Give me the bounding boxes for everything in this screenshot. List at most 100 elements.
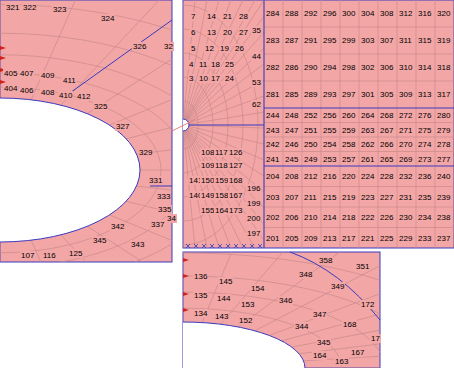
element-number: 28	[238, 12, 249, 21]
mesh-line	[183, 125, 264, 208]
element-number: 313	[417, 90, 432, 99]
element-number: 261	[360, 155, 375, 164]
element-number: 212	[303, 172, 318, 181]
mesh-line	[31, 240, 93, 262]
mesh-line	[126, 76, 172, 138]
element-number: 347	[312, 310, 327, 319]
element-number: 243	[265, 126, 280, 135]
element-number: 217	[341, 234, 356, 243]
element-number: 326	[132, 42, 147, 51]
block-boundary	[60, 20, 172, 100]
support-mark	[218, 244, 222, 248]
load-arrows	[0, 46, 189, 312]
element-number: 408	[40, 88, 55, 97]
element-number: 345	[316, 338, 331, 347]
element-number: 324	[100, 14, 115, 23]
element-number: 3	[188, 74, 194, 83]
element-number: 257	[341, 155, 356, 164]
element-number: 239	[436, 193, 451, 202]
element-number: 301	[360, 90, 375, 99]
element-number: 152	[238, 316, 253, 325]
element-number: 311	[398, 36, 413, 45]
mesh-line	[264, 151, 454, 152]
element-number: 406	[19, 86, 34, 95]
element-number: 342	[110, 222, 125, 231]
element-number: 231	[398, 193, 413, 202]
block-boundary	[264, 166, 454, 167]
element-number: 293	[322, 90, 337, 99]
element-number: 294	[322, 63, 337, 72]
block-boundary	[264, 108, 454, 109]
element-number: 297	[341, 90, 356, 99]
element-number: 319	[436, 36, 451, 45]
element-number: 270	[398, 140, 413, 149]
element-number: 262	[360, 140, 375, 149]
element-number: 144	[216, 294, 231, 303]
element-number: 244	[265, 111, 280, 120]
element-number: 25	[224, 60, 235, 69]
element-number: 304	[360, 9, 375, 18]
element-number: 230	[398, 213, 413, 222]
mesh-line	[183, 125, 264, 240]
element-number: 265	[379, 155, 394, 164]
element-number: 256	[322, 111, 337, 120]
element-number: 337	[150, 220, 165, 229]
element-number: 200	[246, 214, 261, 223]
element-number: 233	[417, 234, 432, 243]
element-number: 272	[398, 111, 413, 120]
element-number: 279	[436, 126, 451, 135]
element-number: 275	[417, 126, 432, 135]
element-number: 248	[284, 111, 299, 120]
mesh-line	[0, 242, 1, 262]
element-number: 172	[360, 300, 375, 309]
mesh-line	[183, 125, 243, 248]
block-boundary	[290, 252, 380, 320]
element-number: 203	[265, 193, 280, 202]
element-number: 53	[251, 78, 262, 87]
element-number: 238	[436, 213, 451, 222]
element-number: 405	[3, 69, 18, 78]
element-number: 202	[265, 213, 280, 222]
mesh-line	[264, 27, 454, 28]
element-number: 204	[265, 172, 280, 181]
element-number: 309	[398, 90, 413, 99]
element-number: 260	[341, 111, 356, 120]
element-number: 315	[417, 36, 432, 45]
plate-panel	[183, 0, 454, 248]
element-number: 302	[360, 63, 375, 72]
hole	[183, 322, 305, 368]
element-number: 331	[148, 176, 163, 185]
element-number: 346	[278, 296, 293, 305]
element-number: 252	[303, 111, 318, 120]
element-number: 168	[342, 320, 357, 329]
element-number: 410	[58, 91, 73, 100]
mesh-line	[264, 122, 454, 123]
element-number: 282	[265, 63, 280, 72]
element-number: 228	[379, 172, 394, 181]
element-number: 206	[284, 213, 299, 222]
element-number: 14	[206, 12, 217, 21]
element-number: 278	[436, 140, 451, 149]
element-number: 259	[341, 126, 356, 135]
element-number: 264	[360, 111, 375, 120]
mesh-line	[183, 125, 231, 248]
block-boundary	[150, 186, 172, 187]
element-number: 127	[228, 161, 243, 170]
element-number: 306	[379, 63, 394, 72]
mesh-line	[183, 125, 184, 248]
mesh-line	[183, 0, 264, 125]
mesh-line	[126, 201, 172, 262]
element-number: 34	[166, 214, 177, 223]
element-number: 258	[341, 140, 356, 149]
element-number: 118	[214, 161, 229, 170]
element-number: 250	[303, 140, 318, 149]
element-number: 312	[398, 9, 413, 18]
support-marks	[186, 244, 262, 248]
mesh-line	[264, 186, 454, 187]
mesh-line	[264, 54, 454, 55]
mesh-line	[183, 0, 255, 125]
element-number: 268	[379, 111, 394, 120]
element-number: 225	[379, 234, 394, 243]
element-number: 201	[265, 234, 280, 243]
element-number: 117	[214, 148, 229, 157]
